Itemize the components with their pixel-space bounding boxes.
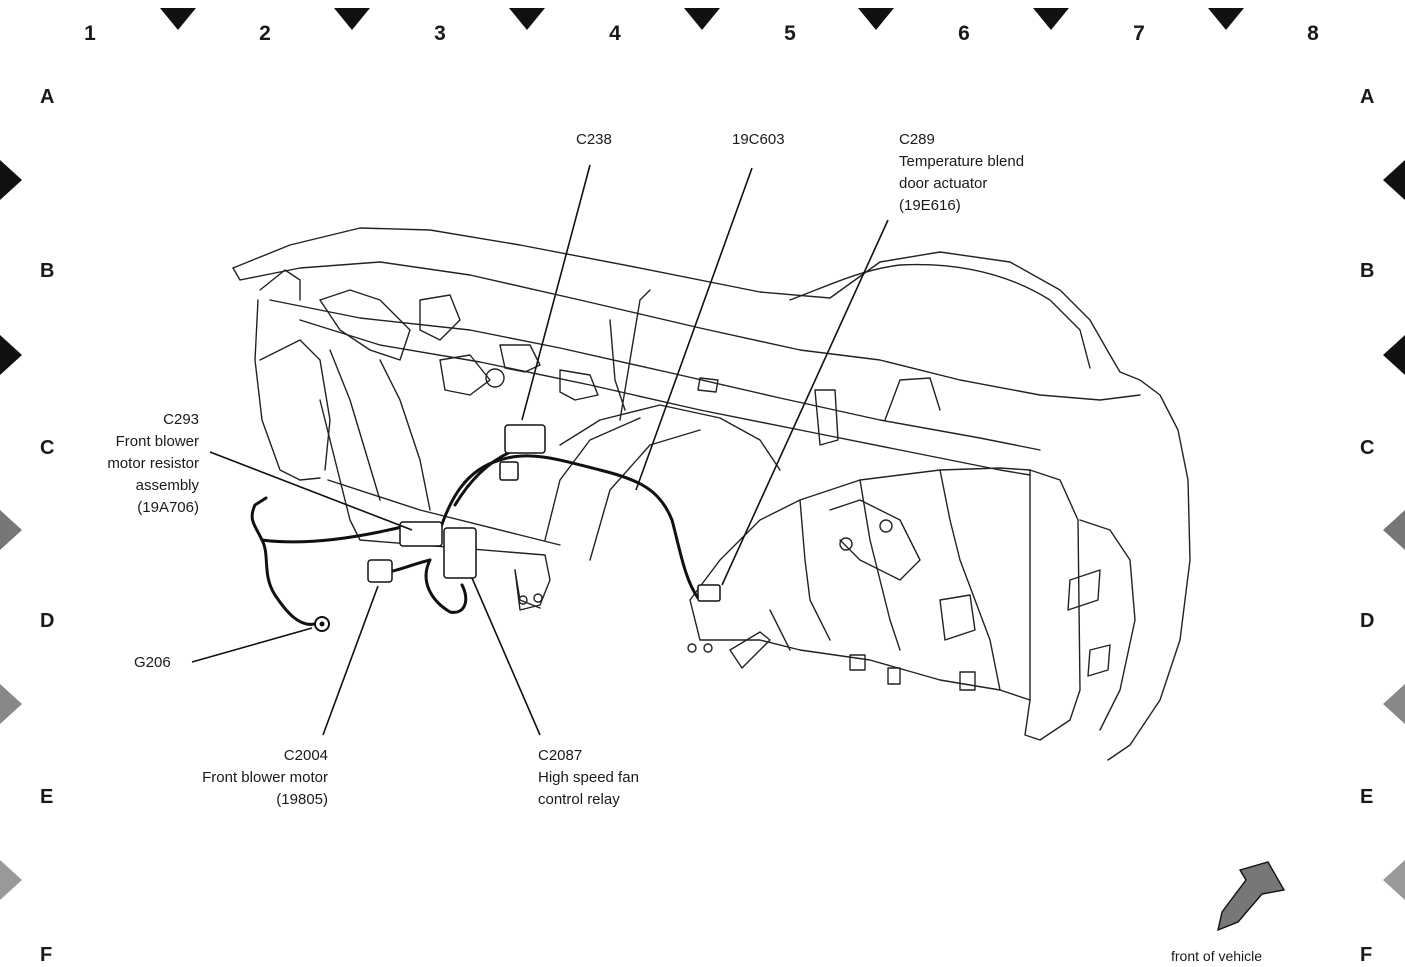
callout-c2004-line: (19805) bbox=[276, 791, 328, 808]
grid-column-1: 1 bbox=[84, 22, 96, 45]
callout-c2087-line: C2087 bbox=[538, 747, 583, 764]
instrument-panel-drawing bbox=[232, 227, 1191, 761]
grid-column-5: 5 bbox=[784, 22, 796, 45]
callout-c289-line: (19E616) bbox=[899, 197, 961, 214]
callout-c289: C289 Temperature blend door actuator (19… bbox=[899, 129, 1024, 217]
right-marker bbox=[1383, 684, 1405, 724]
grid-column-2: 2 bbox=[259, 22, 271, 45]
leader-c2087 bbox=[471, 577, 541, 736]
left-marker bbox=[0, 684, 22, 724]
c2004-connector bbox=[367, 559, 393, 583]
border-markers bbox=[0, 8, 1405, 900]
callout-c2004-line: Front blower motor bbox=[202, 769, 328, 786]
c289-connector bbox=[697, 584, 721, 602]
callout-c293: C293 Front blower motor resistor assembl… bbox=[90, 409, 199, 519]
grid-column-8: 8 bbox=[1307, 22, 1319, 45]
callout-c293-line: C293 bbox=[163, 411, 199, 428]
top-marker bbox=[858, 8, 894, 30]
callout-19c603-line: 19C603 bbox=[732, 131, 785, 148]
grid-column-3: 3 bbox=[434, 22, 446, 45]
callout-c293-line: Front blower bbox=[115, 433, 199, 450]
right-marker bbox=[1383, 860, 1405, 900]
right-marker bbox=[1383, 160, 1405, 200]
grid-row-f-left: F bbox=[40, 944, 53, 966]
callout-c2087-line: control relay bbox=[538, 791, 620, 808]
wiring-harness bbox=[250, 438, 700, 626]
grid-row-d-left: D bbox=[40, 610, 55, 632]
grid-row-a-right: A bbox=[1360, 86, 1375, 108]
callout-c289-line: Temperature blend bbox=[899, 153, 1025, 170]
c2087-relay bbox=[443, 527, 477, 579]
grid-column-7: 7 bbox=[1133, 22, 1145, 45]
direction-arrow-icon bbox=[1217, 861, 1286, 932]
grid-row-c-right: C bbox=[1360, 437, 1375, 459]
callout-19c603: 19C603 bbox=[732, 129, 785, 151]
leader-19c603 bbox=[635, 167, 753, 491]
grid-row-d-right: D bbox=[1360, 610, 1375, 632]
c293-connector bbox=[399, 521, 443, 547]
grid-row-c-left: C bbox=[40, 437, 55, 459]
grid-row-b-left: B bbox=[40, 260, 55, 282]
leader-c293 bbox=[209, 451, 413, 531]
leader-g206 bbox=[191, 627, 313, 663]
callout-c238: C238 bbox=[576, 129, 612, 151]
front-of-vehicle-label: front of vehicle bbox=[1171, 948, 1263, 964]
callout-c2087-line: High speed fan bbox=[538, 769, 639, 786]
callout-c2004-line: C2004 bbox=[283, 747, 328, 764]
leader-c289 bbox=[721, 219, 889, 586]
c238-connector bbox=[504, 424, 546, 454]
top-marker bbox=[1033, 8, 1069, 30]
top-marker bbox=[1208, 8, 1244, 30]
callout-c2004: C2004 Front blower motor (19805) bbox=[180, 745, 328, 811]
callout-c238-line: C238 bbox=[576, 131, 612, 148]
grid-row-f-right: F bbox=[1360, 944, 1373, 966]
callout-c293-line: motor resistor bbox=[107, 455, 199, 472]
callout-c293-line: (19A706) bbox=[137, 499, 199, 516]
top-marker bbox=[334, 8, 370, 30]
grid-column-6: 6 bbox=[958, 22, 970, 45]
right-marker bbox=[1383, 510, 1405, 550]
top-marker bbox=[684, 8, 720, 30]
left-marker bbox=[0, 160, 22, 200]
callout-g206: G206 bbox=[134, 652, 171, 674]
grid-row-a-left: A bbox=[40, 86, 55, 108]
left-marker bbox=[0, 335, 22, 375]
callout-c289-line: C289 bbox=[899, 131, 935, 148]
top-marker bbox=[160, 8, 196, 30]
callout-c293-line: assembly bbox=[135, 477, 199, 494]
left-marker bbox=[0, 860, 22, 900]
left-marker bbox=[0, 510, 22, 550]
callout-g206-line: G206 bbox=[134, 654, 171, 671]
callout-c289-line: door actuator bbox=[899, 175, 988, 192]
connectors bbox=[367, 424, 721, 602]
grid-row-b-right: B bbox=[1360, 260, 1375, 282]
top-marker bbox=[509, 8, 545, 30]
grid-column-4: 4 bbox=[609, 22, 621, 45]
grid-row-e-right: E bbox=[1360, 786, 1374, 808]
callout-c2087: C2087 High speed fan control relay bbox=[538, 745, 639, 811]
leader-c2004 bbox=[322, 585, 379, 736]
grid-row-e-left: E bbox=[40, 786, 54, 808]
leader-c238 bbox=[521, 164, 591, 421]
leader-lines bbox=[191, 164, 889, 736]
right-marker bbox=[1383, 335, 1405, 375]
